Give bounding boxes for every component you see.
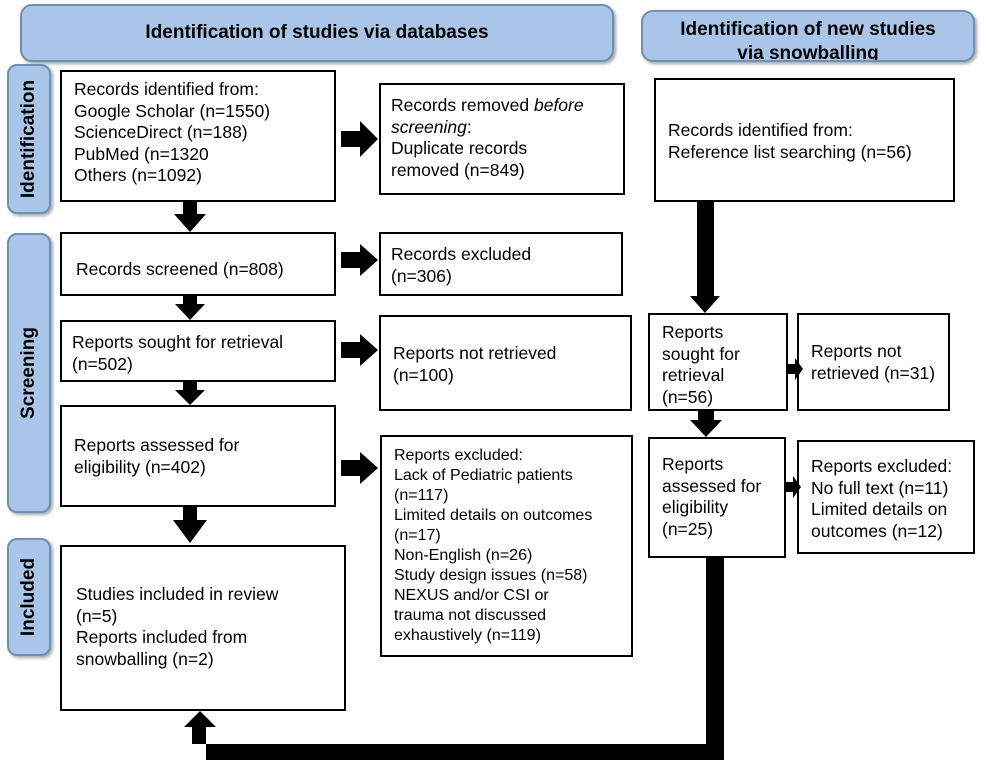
snowball-assessed-box: Reports assessed for eligibility (n=25): [648, 437, 786, 558]
studies-included-line: Studies included in review: [76, 584, 279, 604]
right-arrow: [341, 121, 378, 157]
right-arrow: [341, 244, 378, 276]
studies-included-box: Studies included in review (n=5) Reports…: [60, 545, 346, 711]
snowball-identified-line1: Records identified from:: [668, 120, 853, 140]
header-snowballing: Identification of new studies via snowba…: [641, 10, 975, 62]
records-removed-line1: Records removed before: [391, 95, 623, 117]
records-removed-line2: screening:: [391, 117, 623, 139]
reports-excluded-line: Lack of Pediatric patients: [394, 467, 573, 484]
records-removed-colon: :: [466, 116, 472, 137]
snowball-excluded-line: Reports excluded:: [811, 456, 953, 476]
reports-excluded-line: NEXUS and/or CSI or: [394, 587, 549, 604]
stage-included: Included: [7, 538, 51, 656]
snowball-sought-line: retrieval: [662, 365, 725, 385]
snowball-not-retrieved-box: Reports not retrieved (n=31): [797, 313, 950, 411]
header-snowballing-line2: via snowballing: [737, 43, 879, 62]
snowball-excluded-line: outcomes (n=12): [811, 520, 943, 541]
reports-not-retrieved-line2: (n=100): [393, 364, 454, 385]
reports-assessed-box: Reports assessed for eligibility (n=402): [60, 405, 336, 507]
reports-excluded-line: trauma not discussed: [394, 607, 547, 624]
reports-not-retrieved-line1: Reports not retrieved: [393, 343, 557, 363]
reports-excluded-line: Limited details on outcomes: [394, 507, 593, 524]
studies-included-line: snowballing (n=2): [76, 648, 214, 669]
records-identified-box: Records identified from: Google Scholar …: [60, 70, 336, 202]
reports-excluded-line: (n=117): [394, 487, 449, 504]
records-removed-line3: Duplicate records: [391, 138, 528, 158]
snowball-assessed-line: Reports: [662, 454, 724, 474]
reports-excluded-line: Study design issues (n=58): [394, 567, 588, 584]
down-arrow: [174, 202, 206, 232]
right-arrow: [341, 334, 378, 366]
down-arrow: [173, 507, 207, 543]
header-snowballing-line1: Identification of new studies: [680, 19, 936, 40]
records-removed-line4: removed (n=849): [391, 159, 525, 180]
reports-assessed-line1: Reports assessed for: [74, 435, 240, 455]
snowball-sought-line: Reports: [662, 322, 724, 342]
reports-sought-line2: (n=502): [72, 353, 133, 374]
records-identified-line: PubMed (n=1320: [74, 143, 209, 164]
snowball-identified-line2: Reference list searching (n=56): [668, 141, 912, 162]
down-arrow: [175, 382, 205, 405]
down-arrow: [690, 202, 720, 313]
reports-excluded-line: (n=17): [394, 527, 441, 544]
right-arrow: [788, 358, 803, 380]
snowball-not-retrieved-line2: retrieved (n=31): [811, 362, 936, 383]
records-excluded-line1: Records excluded: [391, 244, 532, 264]
snowball-not-retrieved-line1: Reports not: [811, 341, 902, 361]
records-removed-box: Records removed before screening: Duplic…: [379, 83, 625, 195]
snowball-sought-box: Reports sought for retrieval (n=56): [648, 313, 788, 411]
records-identified-line: Others (n=1092): [74, 165, 202, 185]
reports-sought-line1: Reports sought for retrieval: [72, 332, 284, 352]
snowball-excluded-line: Limited details on: [811, 499, 948, 519]
records-excluded-box: Records excluded (n=306): [379, 232, 623, 296]
records-removed-emph-before: before: [533, 95, 584, 115]
reports-excluded-box: Reports excluded: Lack of Pediatric pati…: [380, 435, 633, 657]
studies-included-line: Reports included from: [76, 627, 248, 647]
stage-identification: Identification: [7, 64, 51, 214]
right-arrow: [341, 452, 378, 484]
records-removed-prefix: Records removed: [391, 95, 534, 115]
records-identified-line: Google Scholar (n=1550): [74, 100, 271, 121]
records-screened-box: Records screened (n=808): [60, 232, 336, 296]
right-arrow: [786, 476, 801, 498]
down-arrow: [175, 296, 205, 320]
snowball-sought-line: (n=56): [662, 386, 714, 407]
records-identified-line: ScienceDirect (n=188): [74, 122, 248, 142]
down-arrow: [690, 411, 722, 437]
return-arrow: [184, 557, 724, 760]
reports-excluded-line: Non-English (n=26): [394, 547, 533, 564]
header-databases: Identification of studies via databases: [20, 4, 614, 62]
records-removed-emph-screening: screening: [391, 116, 467, 137]
stage-screening: Screening: [7, 233, 51, 513]
studies-included-line: (n=5): [76, 605, 118, 626]
snowball-sought-line: sought for: [662, 343, 740, 364]
reports-sought-box: Reports sought for retrieval (n=502): [60, 320, 336, 382]
snowball-identified-box: Records identified from: Reference list …: [654, 78, 955, 202]
snowball-excluded-line: No full text (n=11): [811, 477, 949, 498]
records-identified-line: Records identified from:: [74, 79, 259, 99]
reports-assessed-line2: eligibility (n=402): [74, 456, 206, 477]
snowball-assessed-line: eligibility: [662, 497, 729, 517]
records-excluded-line2: (n=306): [391, 265, 452, 286]
records-screened-text: Records screened (n=808): [76, 259, 284, 279]
snowball-assessed-line: (n=25): [662, 518, 714, 539]
header-databases-text: Identification of studies via databases: [145, 22, 489, 43]
reports-not-retrieved-box: Reports not retrieved (n=100): [379, 315, 632, 411]
snowball-excluded-box: Reports excluded: No full text (n=11) Li…: [797, 440, 975, 554]
snowball-assessed-line: assessed for: [662, 475, 762, 496]
reports-excluded-line: Reports excluded:: [394, 447, 523, 464]
reports-excluded-line: exhaustively (n=119): [394, 627, 541, 644]
